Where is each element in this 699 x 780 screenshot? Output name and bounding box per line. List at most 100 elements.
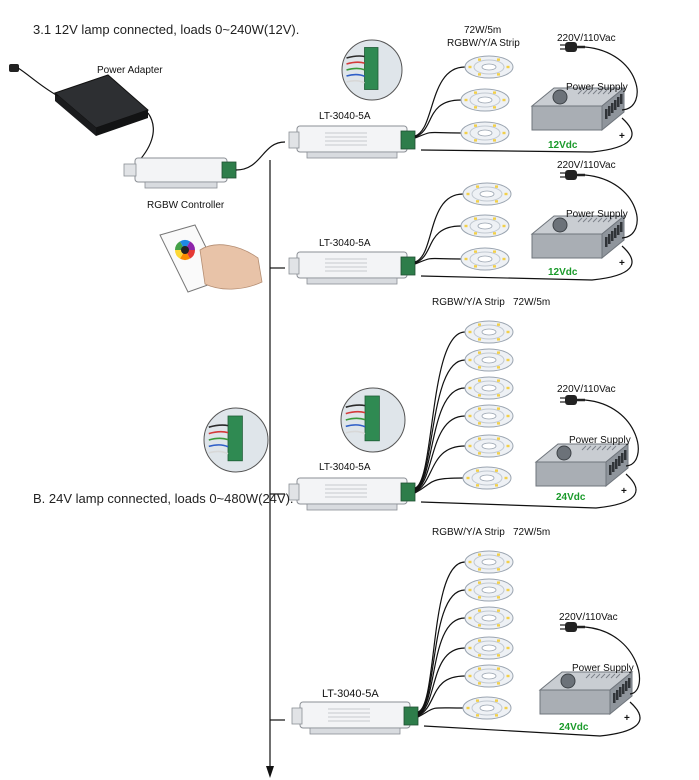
- dc-output-4-label: 24Vdc: [559, 722, 589, 733]
- strip-wire-3-6: [414, 477, 464, 494]
- psu-terminal: [613, 693, 616, 703]
- reel-led: [506, 358, 510, 362]
- amplifier-icon-2: [288, 251, 416, 285]
- reel-led: [478, 379, 481, 382]
- psu-terminal: [614, 100, 617, 110]
- zoom-terminal-block: [227, 415, 243, 462]
- reel-led: [476, 469, 479, 472]
- amplifier-output-terminal: [400, 482, 416, 502]
- controller-terminal: [221, 161, 237, 179]
- hand: [199, 244, 263, 290]
- amplifier-icon-4: [291, 701, 419, 735]
- psu-vent: [586, 445, 592, 451]
- strip-wire-3-4: [414, 415, 466, 492]
- reel-led: [493, 124, 496, 127]
- psu-vent: [585, 673, 591, 679]
- zoom-terminal-block: [364, 395, 380, 442]
- controller-base: [144, 181, 218, 189]
- reel-ring: [473, 554, 505, 570]
- reel-led: [478, 452, 481, 455]
- psu-terminal: [620, 94, 623, 104]
- led-strip-reel-icon: [464, 636, 514, 660]
- ac-input-3-label: 220V/110Vac: [557, 384, 616, 395]
- strip-wire-1-3: [414, 131, 462, 139]
- strip-wire-3-1: [414, 331, 466, 489]
- dc-output-2-label: 12Vdc: [548, 267, 578, 278]
- psu-terminal: [615, 459, 618, 469]
- reel-led: [497, 58, 500, 61]
- power-supply-icon-4: [538, 670, 634, 716]
- reel-led: [468, 588, 472, 592]
- amplifier-3-label: LT-3040-5A: [319, 462, 371, 473]
- reel-led: [466, 192, 470, 196]
- psu-terminal: [614, 228, 617, 238]
- power-supply-3-label: Power Supply: [569, 435, 631, 446]
- psu-vent: [596, 445, 602, 451]
- zoom-wire: [346, 67, 365, 71]
- led-strip-reel-icon: [464, 434, 514, 458]
- reel-led: [497, 553, 500, 556]
- reel-led: [506, 330, 510, 334]
- reel-led: [504, 476, 508, 480]
- psu-vent: [602, 89, 608, 95]
- reel-led: [502, 224, 506, 228]
- reel-hub: [481, 328, 497, 336]
- reel-led: [468, 358, 472, 362]
- rgbw-controller-label: RGBW Controller: [147, 200, 225, 211]
- reel-led: [497, 452, 500, 455]
- psu-terminal: [622, 684, 625, 694]
- plus-mark-4: +: [624, 713, 630, 724]
- psu-terminal: [628, 678, 631, 688]
- remote-color-wheel: [180, 250, 190, 260]
- reel-led: [497, 351, 500, 354]
- reel-led: [495, 699, 498, 702]
- reel-led: [478, 553, 481, 556]
- remote-wheel-center: [181, 246, 189, 254]
- reel-led: [478, 73, 481, 76]
- zoom-wire: [208, 450, 229, 455]
- led-strip-reel-icon: [462, 466, 512, 490]
- strip-wire-4-4: [417, 647, 466, 716]
- reel-led: [497, 437, 500, 440]
- power-supply-2-label: Power Supply: [566, 209, 628, 220]
- amplifier-input-terminal: [288, 257, 300, 275]
- reel-led: [478, 58, 481, 61]
- reel-hub: [481, 586, 497, 594]
- reel-led: [497, 639, 500, 642]
- reel-ring: [473, 324, 505, 340]
- psu-vent: [592, 89, 598, 95]
- remote-control-icon: [159, 224, 263, 293]
- reel-led: [478, 407, 481, 410]
- psu-terminal: [611, 103, 614, 113]
- reel-led: [478, 422, 481, 425]
- strip-wire-4-6: [417, 707, 464, 718]
- reel-led: [495, 714, 498, 717]
- power-supply-icon-3: [534, 442, 630, 488]
- amplifier-body: [299, 701, 411, 729]
- remote-color-wheel: [180, 240, 190, 250]
- ac-plug-icon-4: [560, 622, 585, 632]
- led-strip-reel-icon: [462, 696, 512, 720]
- psu-terminal: [624, 450, 627, 460]
- reel-led: [476, 484, 479, 487]
- plus-mark-3: +: [621, 486, 627, 497]
- reel-led: [506, 588, 510, 592]
- power-supply-icon-1: [530, 86, 626, 132]
- reel-led: [506, 616, 510, 620]
- reel-hub: [481, 356, 497, 364]
- reel-hub: [481, 558, 497, 566]
- reel-led: [497, 73, 500, 76]
- plug-body: [565, 170, 577, 180]
- terminal-zoom-icon-input: [203, 407, 269, 473]
- psu-fan: [552, 89, 568, 105]
- strip-wire-2-2: [414, 225, 462, 264]
- strip-4-power-label: 72W/5m: [513, 527, 551, 538]
- reel-led: [468, 616, 472, 620]
- reel-led: [497, 366, 500, 369]
- psu-front: [539, 689, 611, 715]
- psu-terminal: [609, 465, 612, 475]
- reel-led: [506, 386, 510, 390]
- reel-led: [506, 414, 510, 418]
- adapter-front: [96, 110, 148, 136]
- amplifier-input-terminal: [288, 483, 300, 501]
